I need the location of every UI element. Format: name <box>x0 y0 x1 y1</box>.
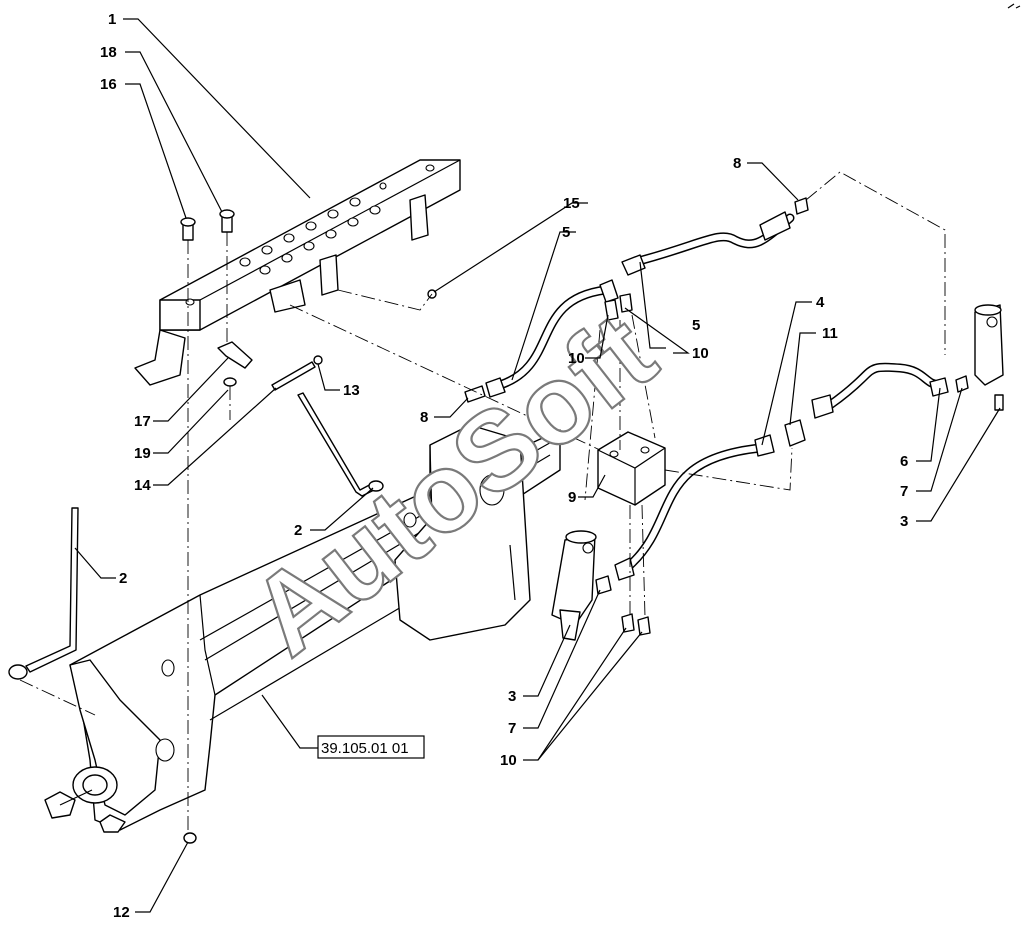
callout-2b: 2 <box>119 570 127 587</box>
callout-12: 12 <box>113 904 130 921</box>
small-hardware <box>183 289 437 844</box>
valve-block <box>597 431 666 506</box>
reference-box-text: 39.105.01 01 <box>321 740 409 757</box>
callout-19: 19 <box>134 445 151 462</box>
callout-3a: 3 <box>900 513 908 530</box>
callout-18: 18 <box>100 44 117 61</box>
callout-17: 17 <box>134 413 151 430</box>
hose-fittings <box>464 197 969 636</box>
bolts-16-18 <box>180 209 235 241</box>
callout-labels: 1 18 16 15 5 8 5 10 10 8 13 17 19 14 2 2… <box>100 11 908 921</box>
reference-box: 39.105.01 01 <box>317 735 425 759</box>
callout-10b: 10 <box>692 345 709 362</box>
platform-bracket <box>134 159 461 386</box>
callout-8b: 8 <box>420 409 428 426</box>
callout-6: 6 <box>900 453 908 470</box>
corner-mark <box>1007 3 1021 9</box>
callout-5a: 5 <box>562 224 570 241</box>
callout-9: 9 <box>568 489 576 506</box>
callout-16: 16 <box>100 76 117 93</box>
callout-15: 15 <box>563 195 580 212</box>
callout-14: 14 <box>134 477 151 494</box>
callout-10c: 10 <box>500 752 517 769</box>
callout-3b: 3 <box>508 688 516 705</box>
callout-7b: 7 <box>508 720 516 737</box>
leader-lines <box>74 18 1001 913</box>
callout-10a: 10 <box>568 350 585 367</box>
callout-1: 1 <box>108 11 116 28</box>
callout-4: 4 <box>816 294 825 311</box>
callout-7a: 7 <box>900 483 908 500</box>
callout-11: 11 <box>822 325 838 342</box>
callout-8a: 8 <box>733 155 741 172</box>
callout-5b: 5 <box>692 317 700 334</box>
assembly-lines <box>19 171 946 832</box>
frame-assembly <box>44 424 561 833</box>
callout-2a: 2 <box>294 522 302 539</box>
callout-13: 13 <box>343 382 360 399</box>
hydraulic-cylinders <box>551 304 1004 641</box>
bracket-holes <box>185 164 435 306</box>
